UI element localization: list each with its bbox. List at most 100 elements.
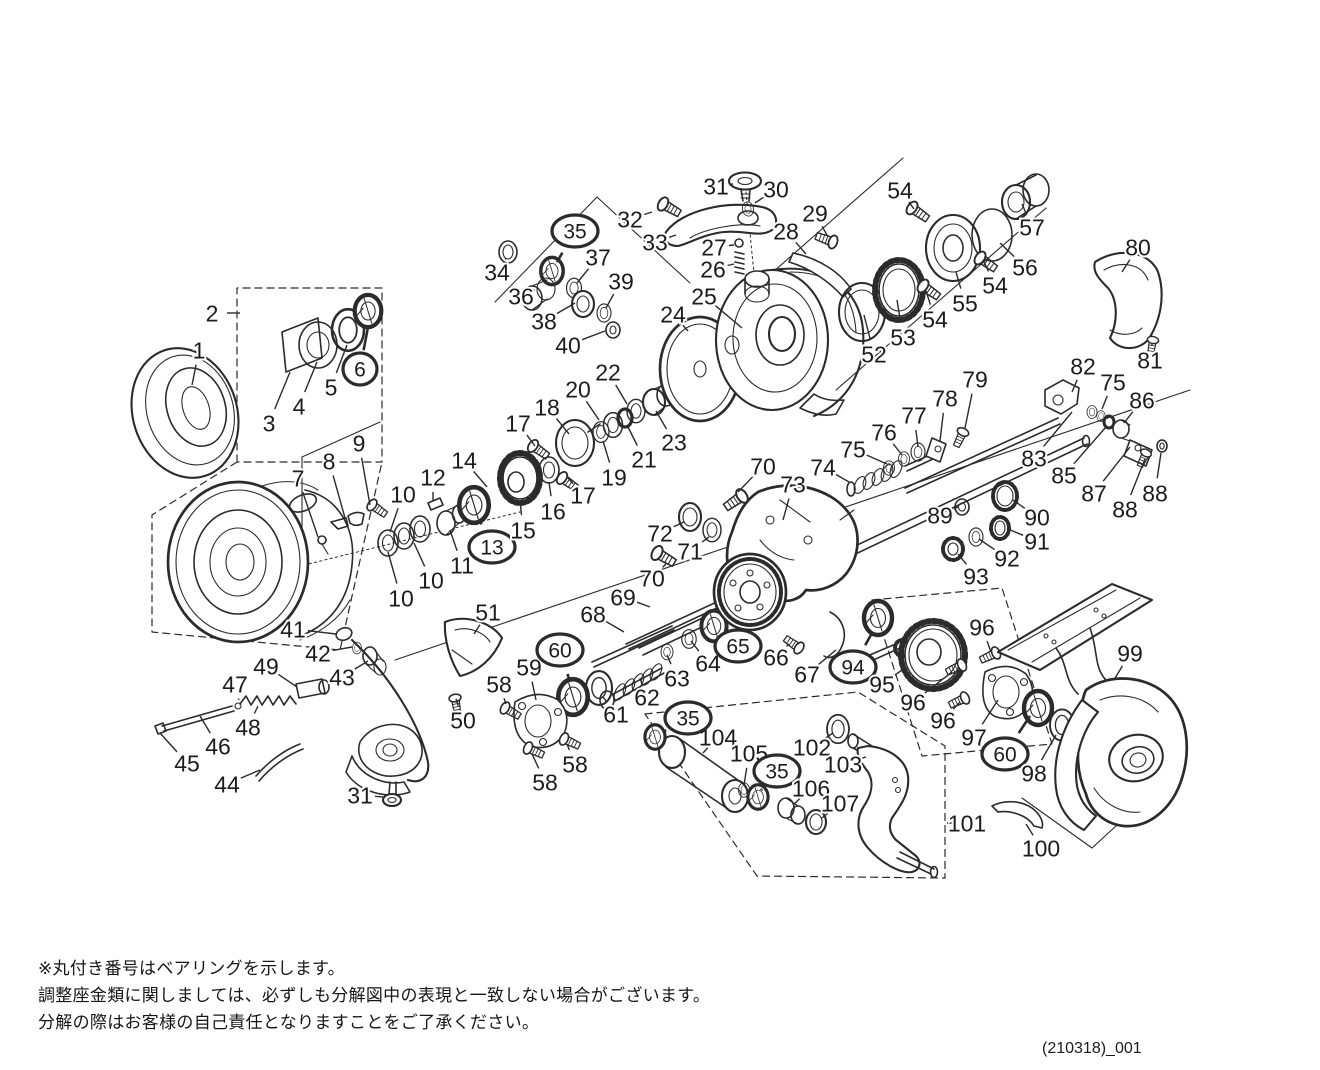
part-label-31: 31 <box>345 780 375 810</box>
part-label-102: 102 <box>791 732 833 762</box>
part-label-54: 54 <box>885 175 915 205</box>
svg-text:12: 12 <box>420 464 446 490</box>
part-label-31: 31 <box>701 171 731 201</box>
leader-line-24 <box>682 324 689 332</box>
part-label-69: 69 <box>608 582 638 612</box>
svg-text:68: 68 <box>580 601 606 627</box>
svg-text:77: 77 <box>901 402 927 428</box>
part-label-22: 22 <box>593 357 623 387</box>
part-label-63: 63 <box>662 663 692 693</box>
svg-text:92: 92 <box>994 545 1020 571</box>
svg-text:17: 17 <box>570 482 596 508</box>
leader-line-10 <box>389 507 399 533</box>
part-label-78: 78 <box>930 383 960 413</box>
bearing-circle <box>980 736 1030 772</box>
svg-text:53: 53 <box>890 324 916 350</box>
leader-line-105 <box>743 767 748 786</box>
part-label-48: 48 <box>233 712 263 742</box>
leader-line-83 <box>1043 411 1073 447</box>
svg-text:69: 69 <box>610 584 636 610</box>
part-label-80: 80 <box>1123 232 1153 262</box>
svg-text:59: 59 <box>516 654 542 680</box>
leader-line-54 <box>908 201 915 210</box>
part-label-37: 37 <box>583 242 613 272</box>
leader-line-38 <box>556 302 576 315</box>
leader-line-107 <box>821 812 829 819</box>
svg-text:47: 47 <box>222 671 248 697</box>
svg-text:21: 21 <box>631 446 657 472</box>
oscillating-worm-drawing <box>558 608 729 715</box>
svg-text:61: 61 <box>603 701 629 727</box>
svg-text:37: 37 <box>585 244 611 270</box>
part-label-99: 99 <box>1115 638 1145 668</box>
svg-text:72: 72 <box>647 520 673 546</box>
leader-line-103 <box>857 756 867 761</box>
svg-text:32: 32 <box>617 206 643 232</box>
svg-text:14: 14 <box>451 447 477 473</box>
part-label-92: 92 <box>992 543 1022 573</box>
part-label-52: 52 <box>859 339 889 369</box>
leader-line-58 <box>566 743 571 751</box>
leader-line-10 <box>387 551 398 584</box>
bearing-circle <box>341 351 379 387</box>
leader-line-60 <box>566 673 572 683</box>
leader-line-21 <box>626 424 638 446</box>
leader-line-72 <box>673 521 685 528</box>
part-label-59: 59 <box>514 652 544 682</box>
svg-text:40: 40 <box>555 332 581 358</box>
svg-text:26: 26 <box>700 256 726 282</box>
svg-text:5: 5 <box>325 374 338 400</box>
leader-line-6 <box>362 326 370 351</box>
svg-text:52: 52 <box>861 341 887 367</box>
part-label-70: 70 <box>748 451 778 481</box>
svg-text:35: 35 <box>563 221 586 244</box>
bearing-circle <box>550 213 600 249</box>
leader-line-49 <box>278 673 298 688</box>
leader-line-18 <box>555 418 570 435</box>
part-label-68: 68 <box>578 599 608 629</box>
part-label-83: 83 <box>1019 443 1049 473</box>
leader-line-14 <box>473 470 488 488</box>
leader-line-10 <box>413 542 426 567</box>
leader-line-19 <box>602 440 611 463</box>
note-bearing: ※丸付き番号はベアリングを示します。 <box>38 959 345 979</box>
part-label-40: 40 <box>553 330 583 360</box>
part-label-106: 106 <box>790 773 832 803</box>
svg-text:80: 80 <box>1125 234 1151 260</box>
part-label-81: 81 <box>1135 345 1165 375</box>
part-label-98: 98 <box>1019 758 1049 788</box>
leader-line-99 <box>1113 665 1124 681</box>
part-label-34: 34 <box>482 257 512 287</box>
svg-text:51: 51 <box>475 599 501 625</box>
diagram-artwork <box>130 157 1191 879</box>
svg-text:16: 16 <box>540 498 566 524</box>
svg-text:66: 66 <box>763 644 789 670</box>
svg-text:88: 88 <box>1112 496 1138 522</box>
leader-line-55 <box>955 271 962 289</box>
svg-text:89: 89 <box>927 502 953 528</box>
svg-text:93: 93 <box>963 563 989 589</box>
leader-line-25 <box>715 305 743 329</box>
leader-line-15 <box>519 500 523 516</box>
reel-body-drawing <box>648 484 892 659</box>
leader-line-7 <box>302 491 319 538</box>
bearing-part-label-60: 60 <box>535 632 585 668</box>
leader-line-17 <box>567 477 574 485</box>
svg-text:78: 78 <box>932 385 958 411</box>
svg-text:95: 95 <box>869 671 895 697</box>
bearing-part-label-35: 35 <box>663 700 713 736</box>
part-label-33: 33 <box>640 227 670 257</box>
svg-text:54: 54 <box>922 306 948 332</box>
part-label-17: 17 <box>503 408 533 438</box>
leader-line-28 <box>795 241 807 255</box>
svg-text:103: 103 <box>824 751 862 777</box>
part-label-96: 96 <box>967 612 997 642</box>
part-label-53: 53 <box>888 322 918 352</box>
part-label-41: 41 <box>278 614 308 644</box>
leader-line-85 <box>1073 426 1107 465</box>
leader-line-35 <box>555 251 564 263</box>
svg-text:10: 10 <box>388 585 414 611</box>
part-label-16: 16 <box>538 496 568 526</box>
svg-text:31: 31 <box>347 782 373 808</box>
